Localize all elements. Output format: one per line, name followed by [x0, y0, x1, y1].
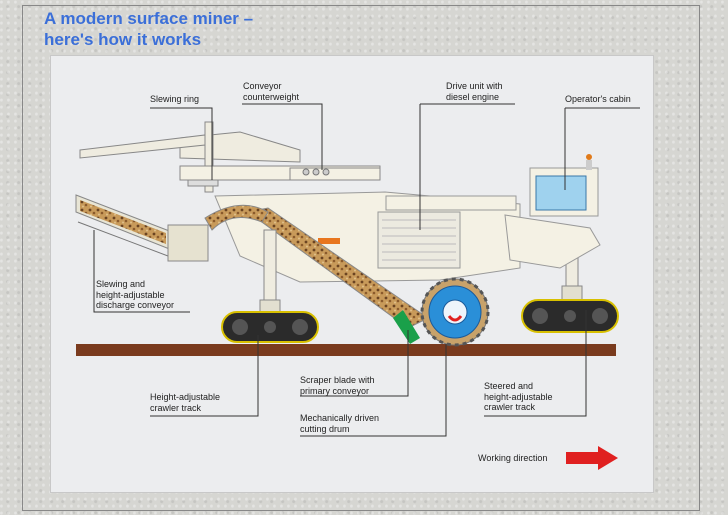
- leader-lines: [93, 103, 640, 437]
- label-crawler-track-right: Steered and height-adjustable crawler tr…: [484, 381, 553, 412]
- discharge-conveyor: [75, 194, 209, 262]
- scraper-blade: [393, 310, 420, 344]
- slide-title-line-2: here's how it works: [44, 30, 202, 49]
- label-cutting-drum: Mechanically driven cutting drum: [300, 413, 380, 434]
- label-slewing-conveyor: Slewing and height-adjustable discharge …: [96, 279, 175, 310]
- rear-frame: [504, 214, 601, 269]
- discharge-chute: [204, 204, 269, 231]
- boom-and-counterweight: [79, 121, 381, 193]
- label-scraper-blade: Scraper blade with primary conveyor: [300, 375, 375, 396]
- ground-strip: [76, 344, 616, 356]
- label-conveyor-counterweight: Conveyor counterweight: [243, 81, 300, 102]
- operators-cabin-shape: [529, 154, 599, 217]
- working-direction-arrow: [566, 446, 618, 470]
- left-crawler-track: [221, 229, 319, 343]
- label-working-direction: Working direction: [478, 453, 548, 463]
- slide-title: A modern surface miner – here's how it w…: [44, 8, 253, 50]
- slide-title-line-1: A modern surface miner –: [44, 9, 254, 28]
- label-crawler-track-left: Height-adjustable crawler track: [150, 392, 221, 413]
- label-slewing-ring: Slewing ring: [150, 94, 200, 104]
- cutting-drum: [420, 277, 490, 347]
- label-drive-unit: Drive unit with diesel engine: [446, 81, 503, 102]
- machine-chassis: [214, 191, 521, 283]
- label-operators-cabin: Operator's cabin: [565, 94, 631, 104]
